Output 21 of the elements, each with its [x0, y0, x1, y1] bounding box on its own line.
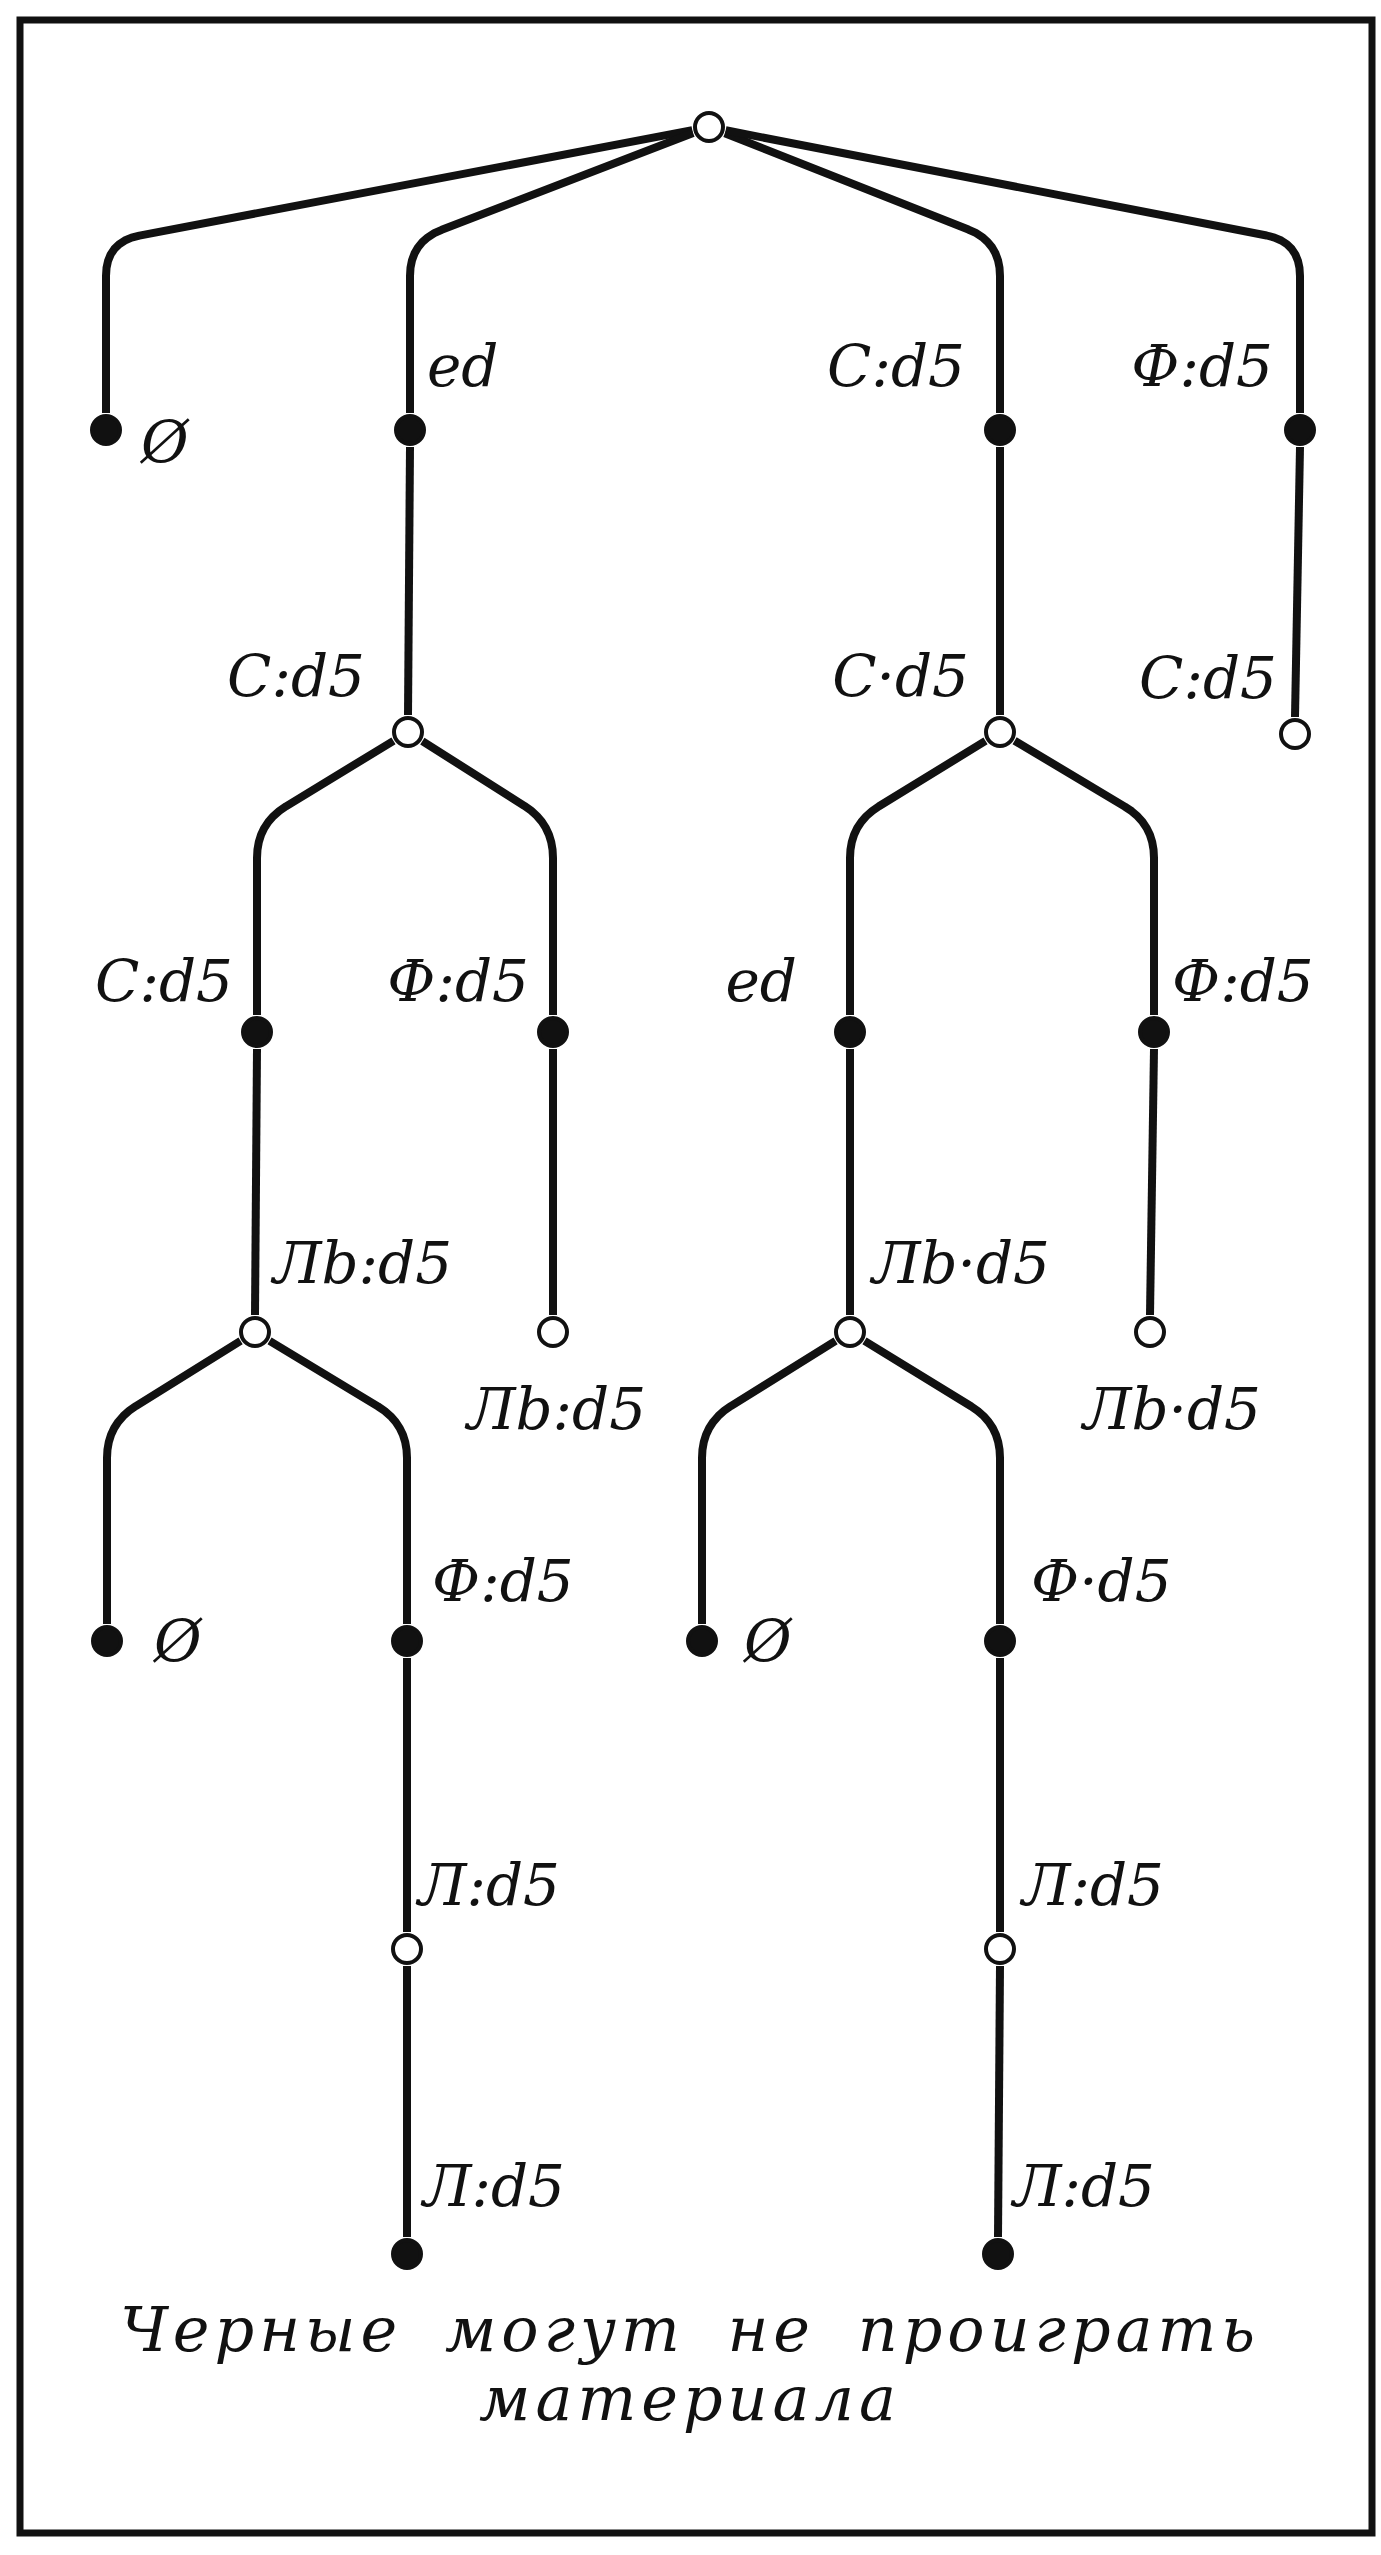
move-label: Ø	[154, 1612, 202, 1670]
branch-line	[994, 1965, 1004, 2238]
move-label: С:d5	[1139, 649, 1277, 707]
move-label: С:d5	[95, 952, 233, 1010]
branch-line	[251, 1048, 261, 1316]
move-label: Ф:d5	[387, 952, 529, 1010]
move-label: Ф:d5	[432, 1552, 574, 1610]
branch-line	[404, 446, 414, 716]
move-label: С:d5	[227, 647, 365, 705]
move-label: ed	[725, 952, 797, 1010]
branch-line	[1291, 446, 1304, 718]
move-label: Ф:d5	[1131, 337, 1273, 395]
move-label: Ø	[141, 413, 189, 471]
move-label: ed	[427, 337, 499, 395]
move-label: С·d5	[832, 647, 969, 705]
move-label: Ф:d5	[1172, 952, 1314, 1010]
branch-line	[1146, 1048, 1158, 1316]
move-label: Ø	[744, 1612, 792, 1670]
caption: Черные могут не проиграть материала	[118, 2295, 1262, 2434]
move-label: С:d5	[827, 337, 965, 395]
move-label: Ф·d5	[1031, 1552, 1172, 1610]
